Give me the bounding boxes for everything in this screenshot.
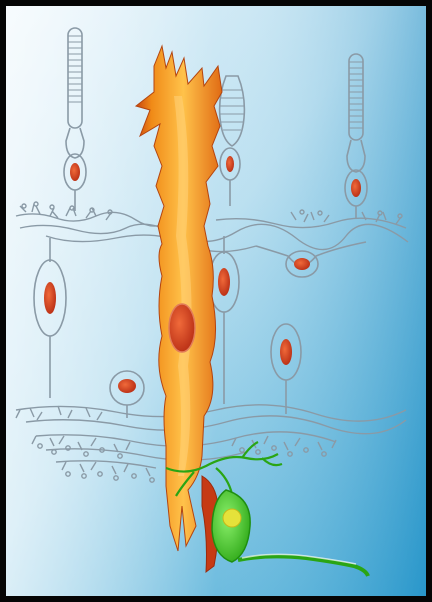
photoreceptor-middle-nucleus: [226, 156, 234, 172]
photoreceptor-left-nucleus: [70, 163, 80, 181]
retina-cell-illustration: [6, 6, 426, 596]
green-glial-nucleus: [223, 509, 241, 527]
bipolar-cell-middle-nucleus: [218, 268, 230, 296]
horizontal-cell-nucleus: [294, 258, 310, 270]
muller-glia-nucleus: [169, 304, 195, 352]
bipolar-cell-left-nucleus: [44, 282, 56, 314]
amacrine-cell-left-nucleus: [118, 379, 136, 393]
photoreceptor-right-nucleus: [351, 179, 361, 197]
amacrine-cell-right-nucleus: [280, 339, 292, 365]
